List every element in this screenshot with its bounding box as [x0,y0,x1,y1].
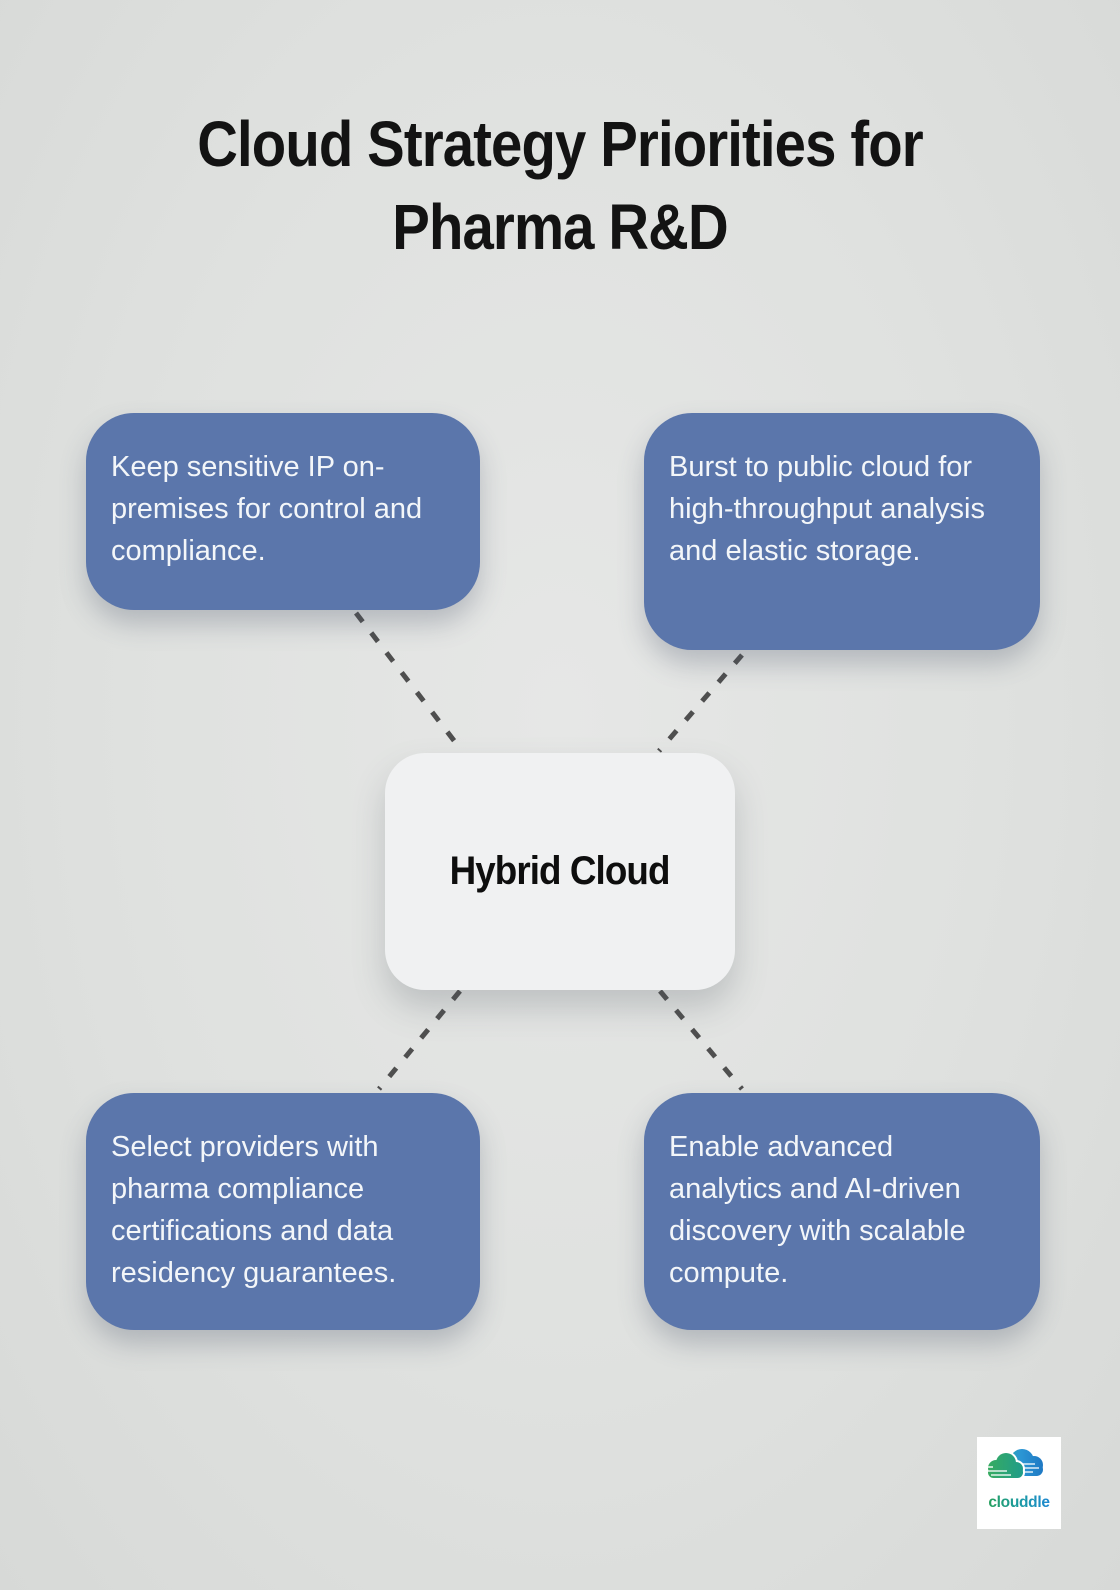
node-text: Select providers with pharma compliance … [111,1131,397,1289]
node-text: Enable advanced analytics and AI-driven … [669,1131,966,1289]
cloud-front-shape [981,1451,1025,1480]
center-node-label: Hybrid Cloud [450,849,671,893]
page-title-line1: Cloud Strategy Priorities for [197,108,923,180]
connector-bottom-right [658,989,744,1091]
brand-logo-text: clouddle [988,1494,1050,1511]
connector-top-right [657,653,744,753]
center-node-hybrid-cloud: Hybrid Cloud [385,753,735,990]
connector-bottom-left [377,989,462,1091]
node-keep-sensitive-ip: Keep sensitive IP on-premises for contro… [86,413,480,610]
clouds-icon: clouddle [981,1447,1051,1511]
node-text: Keep sensitive IP on-premises for contro… [111,451,423,567]
page-title-line2: Pharma R&D [392,191,728,263]
page-title: Cloud Strategy Priorities for Pharma R&D [67,103,1053,269]
node-select-providers: Select providers with pharma compliance … [86,1093,480,1330]
node-enable-analytics: Enable advanced analytics and AI-driven … [644,1093,1040,1330]
node-burst-to-public-cloud: Burst to public cloud for high-throughpu… [644,413,1040,650]
connector-top-left [354,611,464,753]
brand-logo: clouddle [977,1437,1061,1529]
node-text: Burst to public cloud for high-throughpu… [669,451,985,567]
